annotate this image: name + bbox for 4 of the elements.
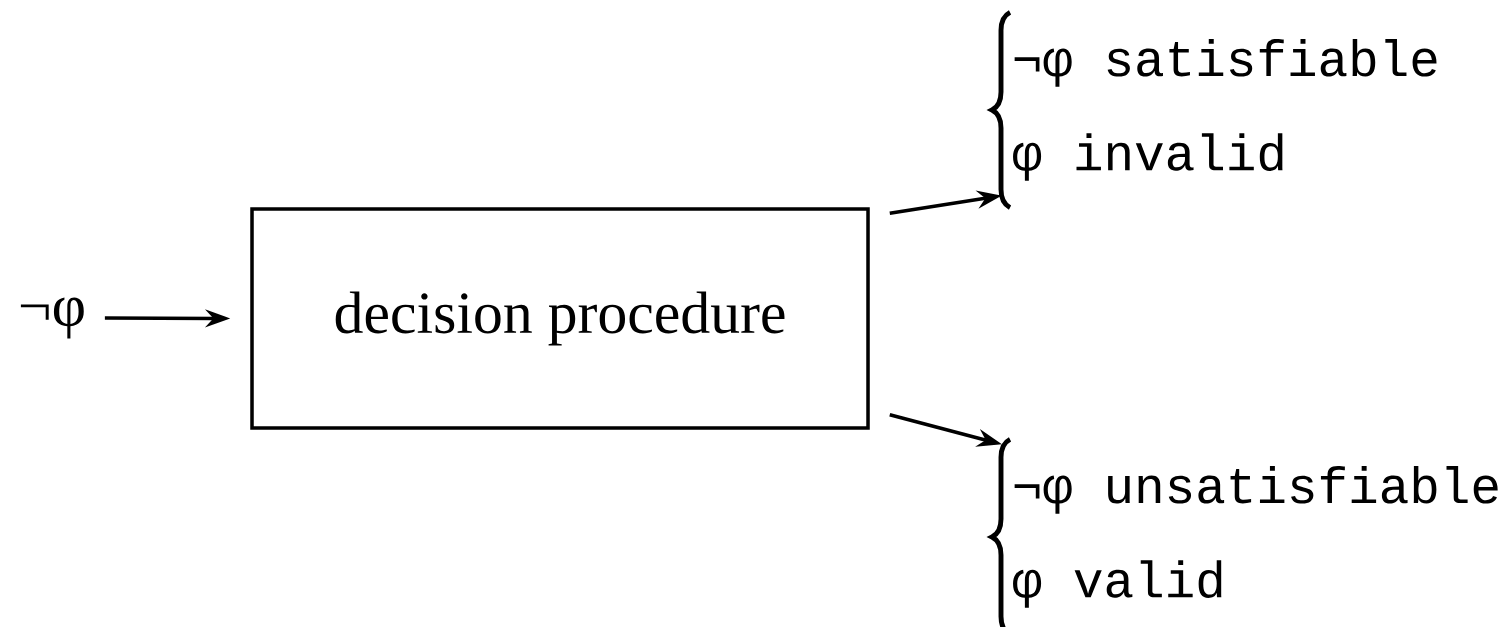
input-label: ¬φ xyxy=(20,297,84,339)
process-box: decision procedure xyxy=(250,207,870,430)
result-group: ¬φ satisfiable φ invalid xyxy=(989,10,1437,210)
result-group: ¬φ unsatisfiable φ valid xyxy=(989,437,1498,627)
